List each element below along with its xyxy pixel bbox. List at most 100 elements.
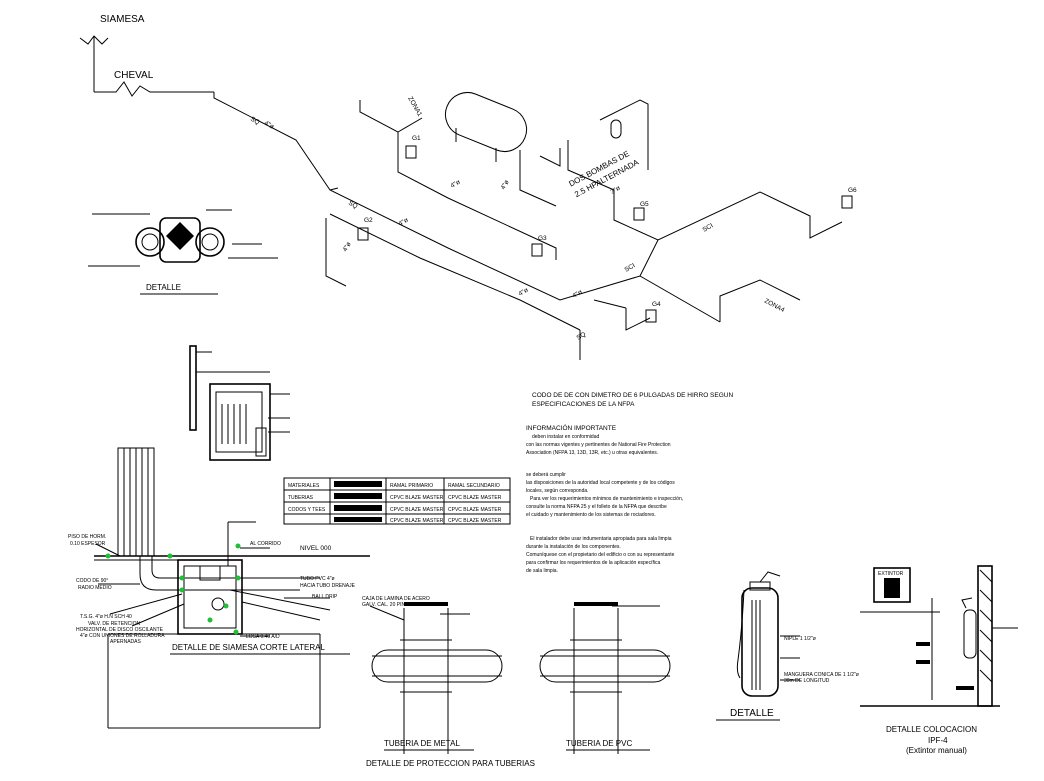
siamesa-connection-detail — [88, 209, 278, 267]
label-sq-c: SQ — [576, 331, 588, 342]
label-3in: 3"ø — [610, 185, 622, 196]
label-valv4: APERNADAS — [110, 639, 142, 645]
note-codo-line2: ESPECIFICACIONES DE LA NFPA — [532, 401, 635, 408]
pvc-pipe-protection — [539, 602, 671, 754]
ipf4-placement-detail — [860, 565, 1018, 707]
siamesa-symbol — [79, 35, 109, 92]
isometric-pipe-network — [213, 92, 843, 360]
label-detalle-siamesa: DETALLE DE SIAMESA CORTE LATERAL — [172, 643, 325, 652]
note-p2-l6: el cuidado y mantenimiento de los sistem… — [526, 512, 656, 518]
note-p2-l5: consulte la norma NFPA 25 y el folleto d… — [526, 504, 667, 510]
hanger-g3 — [531, 243, 543, 257]
label-caja1: CAJA DE LAMINA DE ACERO — [362, 596, 430, 602]
label-radio: RADIO MEDIO — [78, 585, 112, 591]
label-4in-d: 4"ø — [450, 179, 462, 190]
note-info-l1: deben instalar en conformidad — [532, 434, 599, 440]
table-cell-r0-c0: TUBERIAS — [288, 495, 314, 501]
label-ball-drip: BALL DRIP — [312, 594, 338, 600]
table-cell-r2-c3: CPVC BLAZE MASTER — [448, 518, 502, 524]
label-g3: G3 — [538, 235, 547, 242]
label-codo: CODO DE 90° — [76, 578, 108, 584]
table-cell-r0-c2: CPVC BLAZE MASTER — [390, 495, 444, 501]
label-sci-b: SCI — [624, 262, 637, 274]
label-piso-horm: PISO DE HORM. — [68, 534, 106, 540]
label-extintor-sign: EXTINTOR — [878, 571, 904, 577]
label-nipple: NIPLE 1 1/2"ø — [784, 636, 816, 642]
hanger-g1 — [405, 145, 417, 159]
materials-table — [283, 477, 511, 525]
note-p2-l1: se deberá cumplir — [526, 472, 566, 478]
note-info-title: INFORMACIÓN IMPORTANTE — [526, 423, 617, 432]
table-header-secundario: RAMAL SECUNDARIO — [448, 483, 500, 489]
note-info-l2: con las normas vigentes y pertinentes de… — [526, 442, 671, 448]
metal-pipe-protection — [369, 602, 503, 754]
cheval-valve-symbol — [94, 81, 214, 97]
note-p2-l3: locales, según corresponda. — [526, 488, 589, 494]
label-4in-e: 4"ø — [500, 179, 511, 191]
table-cell-r1-c3: CPVC BLAZE MASTER — [448, 507, 502, 513]
label-g4: G4 — [652, 301, 661, 308]
table-cell-r0-c3: CPVC BLAZE MASTER — [448, 495, 502, 501]
label-colocacion-1: DETALLE COLOCACION — [886, 725, 977, 734]
label-espesor: 0.10 ESPESOR — [70, 541, 106, 547]
label-4in-f: 4"ø — [518, 287, 530, 298]
hanger-g4 — [645, 309, 657, 323]
label-colocacion-2: IPF-4 — [928, 736, 948, 745]
label-cheval: CHEVAL — [114, 70, 154, 81]
label-caja2: GALV. CAL. 20 PINTADA CON — [362, 602, 431, 608]
label-nivel: NIVEL 000 — [300, 545, 332, 552]
label-valv3: 4"ø CON UNIONES DE ROLLADURA — [80, 633, 165, 639]
fire-extinguisher-detail — [736, 571, 800, 697]
hanger-g6 — [841, 195, 853, 209]
label-zona1: ZONA1 — [406, 96, 423, 119]
label-g1: G1 — [412, 135, 421, 142]
label-tubo-pvc2: HACIA TUBO DRENAJE — [300, 583, 356, 589]
label-detalle-extintor: DETALLE — [730, 708, 774, 719]
note-p2-l4: Para ver los requerimientos mínimos de m… — [530, 496, 683, 502]
label-tsg: T.S.G. 4"ø H.N SCH 40 — [80, 614, 132, 620]
table-header-primario: RAMAL PRIMARIO — [390, 483, 433, 489]
note-p3-l1: El instalador debe usar indumentaria apr… — [530, 536, 672, 542]
label-4in-c: 4"ø — [342, 241, 353, 253]
label-losa: LOSA 0.40 A/D — [246, 634, 280, 640]
label-valv2: HORIZONTAL DE DISCO OSCILANTE — [76, 627, 164, 633]
label-largo: 30m DE LONGITUD — [784, 678, 830, 684]
label-g6: G6 — [848, 187, 857, 194]
hanger-g5 — [633, 207, 645, 221]
label-g5: G5 — [640, 201, 649, 208]
label-zona4: ZONA4 — [763, 298, 786, 315]
note-p2-l2: las disposiciones de la autoridad local … — [526, 480, 675, 486]
siamesa-lateral-section — [94, 447, 370, 729]
label-colocacion-3: (Extintor manual) — [906, 746, 967, 755]
label-tuberia-pvc: TUBERIA DE PVC — [566, 739, 632, 748]
pipe-hangers — [357, 145, 853, 323]
note-codo-line1: CODO DE DE CON DIMETRO DE 6 PULGADAS DE … — [532, 392, 733, 399]
note-p3-l2: durante la instalación de los componente… — [526, 544, 621, 550]
label-valv1: VALV. DE RETENCION — [88, 621, 141, 627]
label-4in-g: 4"ø — [572, 289, 584, 300]
table-cell-r1-c2: CPVC BLAZE MASTER — [390, 507, 444, 513]
table-cell-r2-c2: CPVC BLAZE MASTER — [390, 518, 444, 524]
label-corrido: AL CORRIDO — [250, 541, 281, 547]
hose-cabinet-detail — [189, 345, 290, 461]
note-p3-l5: de sala limpia. — [526, 568, 558, 574]
note-p3-l4: para confirmar los requerimientos de la … — [526, 560, 660, 566]
note-info-l3: Association (NFPA 13, 13D, 13R, etc.) u … — [526, 450, 658, 456]
table-header-materiales: MATERIALES — [288, 483, 320, 489]
label-sci-a: SCI — [702, 222, 715, 234]
table-cell-r1-c0: CODOS Y TEES — [288, 507, 326, 513]
label-g2: G2 — [364, 217, 373, 224]
label-sq-a: SQ — [249, 116, 261, 127]
label-detalle-proteccion: DETALLE DE PROTECCION PARA TUBERIAS — [366, 759, 535, 768]
note-p3-l3: Comuníquese con el propietario del edifi… — [526, 552, 675, 558]
label-tuberia-metal: TUBERIA DE METAL — [384, 739, 460, 748]
label-detalle-top: DETALLE — [146, 283, 181, 292]
label-manguera: MANGUERA CONICA DE 1 1/2"ø — [784, 672, 859, 678]
label-sq-b: SQ — [347, 200, 359, 211]
label-siamesa: SIAMESA — [100, 14, 145, 25]
label-4in-a: 4"ø — [263, 120, 275, 131]
hanger-g2 — [357, 227, 369, 241]
label-4in-b: 4"ø — [398, 217, 410, 228]
label-tubo-pvc: TUBO PVC 4"ø — [300, 576, 335, 582]
